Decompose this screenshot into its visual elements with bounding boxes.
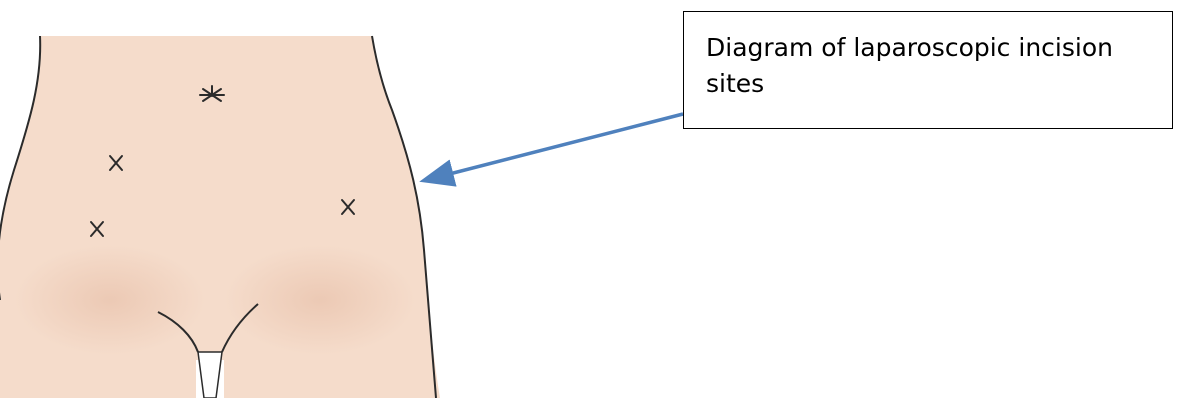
left-thigh-shade [15,245,205,355]
right-thigh-shade [225,245,415,355]
callout-text: Diagram of laparoscopic incision sites [706,30,1156,102]
callout-box: Diagram of laparoscopic incision sites [683,11,1173,129]
callout-arrow [426,114,683,180]
thigh-gap [198,352,222,398]
